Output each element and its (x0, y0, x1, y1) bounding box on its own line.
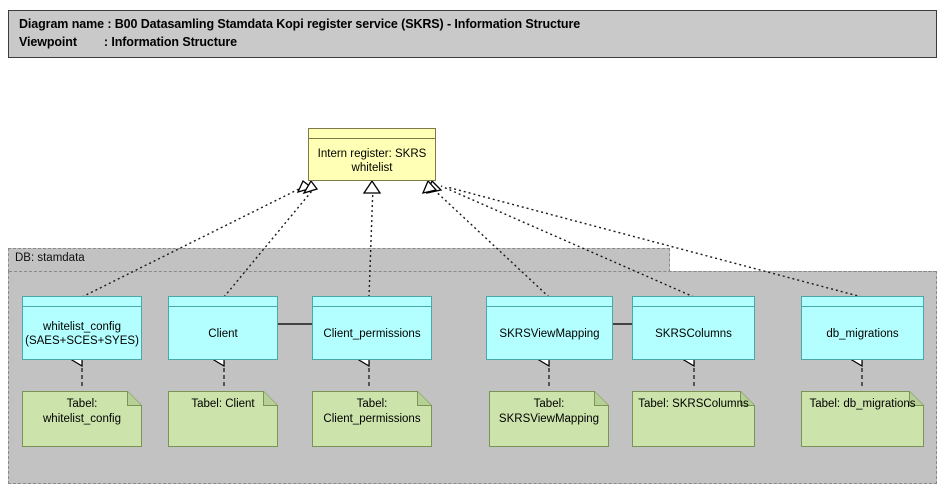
arrowhead-right-a (425, 179, 443, 194)
note-skrsviewmapping[interactable]: Tabel: SKRSViewMapping (489, 391, 609, 447)
note-label: Tabel: Client_permissions (323, 398, 421, 425)
register-node[interactable]: Intern register: SKRS whitelist (308, 128, 436, 181)
entity-strip (633, 297, 754, 307)
register-node-label: Intern register: SKRS whitelist (317, 147, 427, 174)
note-whitelist_config[interactable]: Tabel: whitelist_config (22, 391, 142, 447)
entity-strip (169, 297, 277, 307)
entity-label: Client (208, 327, 238, 340)
entity-label: SKRSColumns (655, 327, 732, 340)
viewpoint-text: Viewpoint : Information Structure (19, 35, 238, 49)
note-label: Tabel: SKRSViewMapping (498, 398, 600, 425)
entity-strip (487, 297, 612, 307)
entity-client_permissions[interactable]: Client_permissions (312, 296, 432, 360)
arrowhead-left-a (296, 179, 314, 194)
entity-strip (802, 297, 923, 307)
entity-strip (313, 297, 431, 307)
diagram-name-text: Diagram name : B00 Datasamling Stamdata … (19, 17, 581, 31)
entity-label: db_migrations (826, 327, 899, 340)
arrowhead-right-b (421, 179, 438, 194)
note-client[interactable]: Tabel: Client (168, 391, 278, 447)
note-label: Tabel: Client (191, 398, 255, 410)
diagram-title-bar: Diagram name : B00 Datasamling Stamdata … (8, 10, 937, 58)
db-container (8, 271, 937, 484)
note-client_permissions[interactable]: Tabel: Client_permissions (312, 391, 432, 447)
entity-db_migrations[interactable]: db_migrations (801, 296, 924, 360)
db-container-label: DB: stamdata (15, 252, 85, 264)
note-label: Tabel: whitelist_config (43, 398, 121, 425)
entity-whitelist_config[interactable]: whitelist_config (SAES+SCES+SYES) (22, 296, 142, 360)
register-node-strip (309, 129, 435, 139)
arrowhead-left-b (302, 179, 319, 195)
entity-strip (23, 297, 141, 307)
db-container-header-band (8, 248, 670, 272)
note-label: Tabel: db_migrations (809, 398, 916, 410)
note-db_migrations[interactable]: Tabel: db_migrations (801, 391, 924, 447)
entity-client[interactable]: Client (168, 296, 278, 360)
entity-label: whitelist_config (SAES+SCES+SYES) (25, 320, 139, 347)
arrowhead-center (362, 179, 382, 194)
entity-skrsviewmapping[interactable]: SKRSViewMapping (486, 296, 613, 360)
note-label: Tabel: SKRSColumns (638, 398, 749, 410)
entity-skrscolumns[interactable]: SKRSColumns (632, 296, 755, 360)
note-skrscolumns[interactable]: Tabel: SKRSColumns (632, 391, 755, 447)
entity-label: SKRSViewMapping (499, 327, 600, 340)
db-container-divider (9, 271, 936, 272)
entity-label: Client_permissions (323, 327, 421, 340)
